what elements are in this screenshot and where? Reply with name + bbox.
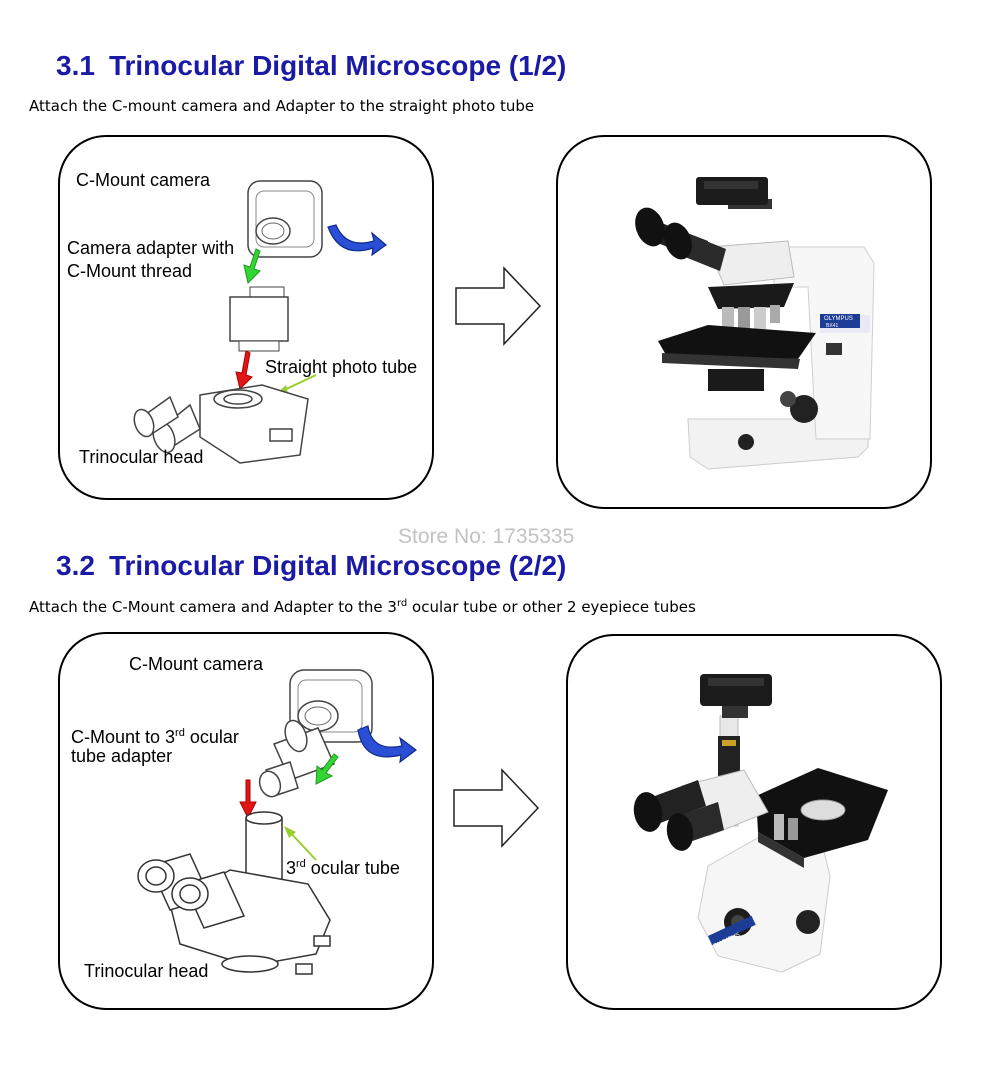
- inverted-microscope-photo-panel: OLYMPUS: [566, 634, 942, 1010]
- section-2-title-text: Trinocular Digital Microscope (2/2): [108, 550, 567, 581]
- section-2-instruction-sup: rd: [396, 598, 408, 609]
- section-2-instruction: Attach the C-Mount camera and Adapter to…: [29, 598, 696, 616]
- upright-microscope-image: OLYMPUS BX41: [635, 177, 875, 470]
- trinocular-head-label: Trinocular head: [84, 961, 209, 981]
- right-arrow-icon: [455, 266, 542, 346]
- ocular-tube-label: 3rd ocular tube: [286, 853, 400, 880]
- section-2-number: 3.2: [56, 550, 95, 581]
- adapter-label-pre: C-Mount to 3: [71, 727, 176, 747]
- model-label: BX41: [826, 323, 838, 329]
- pointer-arrow-icon: [284, 826, 317, 861]
- camera-attach-diagram-panel: C-Mount camera Camera adapter with C-Mou…: [58, 135, 434, 500]
- right-arrow-icon: [453, 768, 540, 848]
- photo-tube-label: Straight photo tube: [265, 357, 418, 377]
- section-2-instruction-pre: Attach the C-Mount camera and Adapter to…: [29, 598, 397, 616]
- section-1-title-text: Trinocular Digital Microscope (1/2): [108, 50, 567, 81]
- adapter-label-line2: C-Mount thread: [67, 261, 193, 281]
- section-1-instruction: Attach the C-mount camera and Adapter to…: [29, 97, 535, 115]
- diagram-2-drawing: [137, 669, 417, 975]
- down-arrow-icon: [239, 779, 257, 820]
- trinocular-head-label: Trinocular head: [79, 447, 204, 467]
- trinocular-head-sketch: [137, 811, 331, 975]
- adapter-sketch: [229, 286, 289, 352]
- down-arrow-icon: [235, 350, 253, 390]
- rotate-arrow-icon: [327, 224, 387, 257]
- adapter-label-sup: rd: [175, 727, 185, 739]
- diagram-1-drawing: [133, 180, 387, 464]
- section-2-title: 3.2 Trinocular Digital Microscope (2/2): [56, 550, 566, 582]
- trinocular-head-sketch: [133, 384, 309, 464]
- ocular-attach-diagram-panel: C-Mount camera C-Mount to 3rd ocular tub…: [58, 632, 434, 1010]
- pointer-arrow-icon: [315, 753, 339, 785]
- camera-sketch: [247, 180, 323, 258]
- camera-label: C-Mount camera: [129, 654, 264, 674]
- brand-label: OLYMPUS: [824, 316, 853, 322]
- down-arrow-icon: [243, 248, 261, 284]
- rotate-arrow-icon: [357, 725, 417, 764]
- ocular-tube-post: ocular tube: [305, 858, 400, 878]
- ocular-tube-sup: rd: [296, 858, 306, 870]
- section-2-instruction-post: ocular tube or other 2 eyepiece tubes: [407, 598, 696, 616]
- ocular-tube-pre: 3: [286, 858, 297, 878]
- adapter-label-line1: Camera adapter with: [67, 238, 235, 258]
- camera-label: C-Mount camera: [76, 170, 211, 190]
- section-1-title: 3.1 Trinocular Digital Microscope (1/2): [56, 50, 566, 82]
- adapter-label-line1: C-Mount to 3rd ocular: [71, 722, 239, 749]
- store-watermark: Store No: 1735335: [398, 525, 575, 548]
- adapter-label-post: ocular: [184, 727, 239, 747]
- camera-sketch: [289, 669, 373, 743]
- inverted-microscope-image: OLYMPUS: [633, 674, 888, 973]
- upright-microscope-photo-panel: OLYMPUS BX41: [556, 135, 932, 509]
- adapter-label-line2: tube adapter: [71, 746, 173, 766]
- section-1-number: 3.1: [56, 50, 95, 81]
